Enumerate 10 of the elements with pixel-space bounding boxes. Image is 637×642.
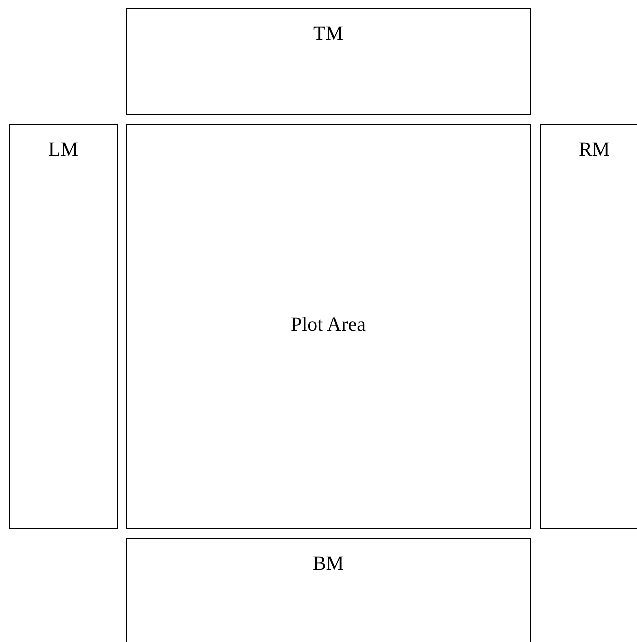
box-label: Plot Area: [291, 314, 366, 336]
box-label: RM: [578, 139, 610, 162]
box-label: LM: [48, 139, 78, 162]
margin-box: [540, 124, 637, 529]
box-label: TM: [314, 23, 344, 46]
margin-box: [9, 124, 118, 529]
margin-box: [126, 538, 531, 642]
margin-box: [126, 8, 531, 115]
plot-area-box: [126, 124, 531, 529]
box-label: BM: [312, 553, 344, 576]
